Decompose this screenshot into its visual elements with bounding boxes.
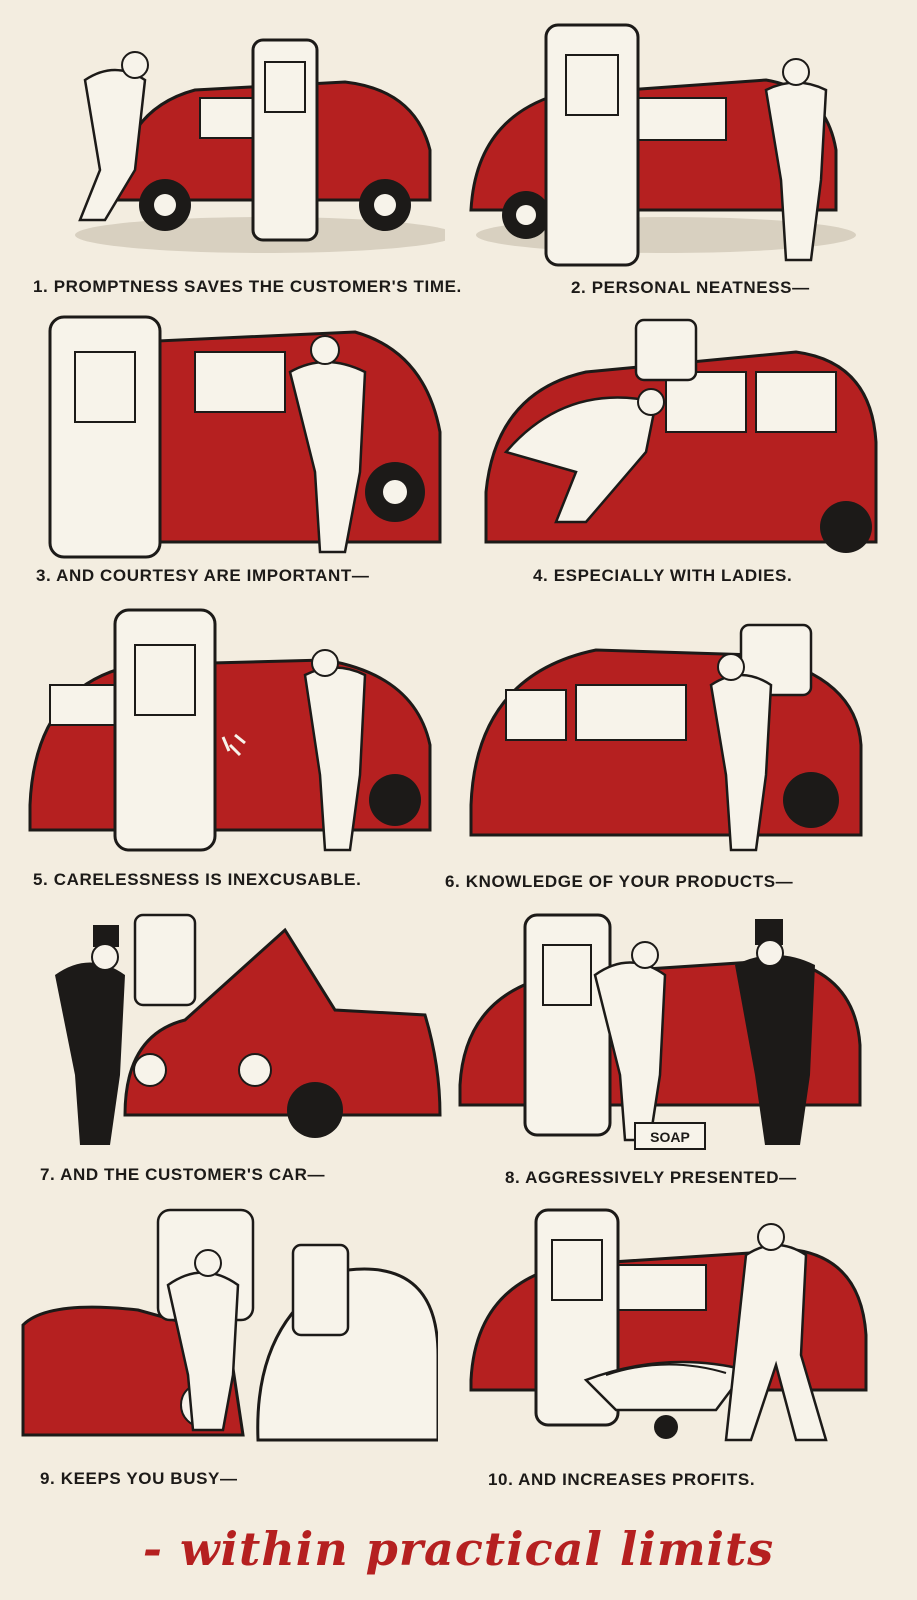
car-pump-drawing bbox=[484, 318, 878, 553]
panel-2-illustration bbox=[466, 20, 886, 270]
panel-5-caption: 5. CARELESSNESS IS INEXCUSABLE. bbox=[33, 870, 362, 889]
car-pump-drawing: SOAP bbox=[458, 913, 862, 1150]
panel-10-caption: 10. AND INCREASES PROFITS. bbox=[488, 1470, 756, 1489]
panel-3-caption: 3. AND COURTESY ARE IMPORTANT— bbox=[36, 566, 370, 585]
panel-2-caption: 2. PERSONAL NEATNESS— bbox=[571, 278, 810, 297]
panel-7-caption: 7. AND THE CUSTOMER'S CAR— bbox=[40, 1165, 326, 1184]
panel-1-illustration bbox=[25, 20, 445, 270]
panel-7-illustration bbox=[25, 905, 445, 1155]
car-pump-drawing bbox=[21, 1208, 438, 1442]
car-pump-drawing bbox=[48, 315, 442, 559]
panel-3-illustration bbox=[25, 312, 445, 562]
panel-1-caption: 1. PROMPTNESS SAVES THE CUSTOMER'S TIME. bbox=[33, 277, 462, 296]
car-pump-drawing bbox=[469, 623, 863, 852]
panel-5-illustration bbox=[25, 605, 445, 855]
car-pump-drawing bbox=[75, 38, 445, 253]
panel-4-illustration bbox=[466, 312, 886, 562]
panel-10-illustration bbox=[466, 1205, 886, 1455]
panel-4-caption: 4. ESPECIALLY WITH LADIES. bbox=[533, 566, 793, 585]
car-pump-drawing bbox=[469, 23, 856, 267]
car-pump-drawing bbox=[55, 913, 442, 1145]
panel-8-illustration: SOAP bbox=[455, 905, 875, 1155]
panel-6-illustration bbox=[466, 605, 886, 855]
panel-9-illustration bbox=[18, 1205, 438, 1455]
car-pump-drawing bbox=[28, 608, 432, 852]
panel-6-caption: 6. KNOWLEDGE OF YOUR PRODUCTS— bbox=[445, 872, 794, 891]
car-pump-drawing bbox=[469, 1208, 868, 1442]
panel-8-caption: 8. AGGRESSIVELY PRESENTED— bbox=[505, 1168, 797, 1187]
panel-9-caption: 9. KEEPS YOU BUSY— bbox=[40, 1469, 238, 1488]
soap-box-label: SOAP bbox=[650, 1129, 690, 1145]
tagline: - within practical limits bbox=[142, 1522, 775, 1576]
